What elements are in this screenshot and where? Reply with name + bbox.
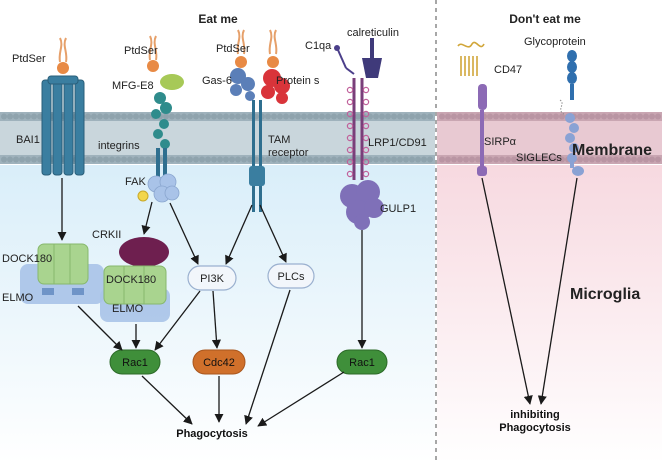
label-integrins: integrins [98, 140, 140, 152]
arrow-siglec-inhibit [537, 177, 578, 405]
heading-eat-me: Eat me [198, 12, 238, 26]
label-glycoprotein: Glycoprotein [524, 36, 586, 48]
arrow-pi3k-rac1 [154, 290, 201, 351]
label-inhibiting-1: inhibiting [510, 409, 559, 421]
label-c1qa: C1qa [305, 40, 332, 52]
dock180-elmo-complex-2 [100, 265, 170, 322]
membrane-bilayer [0, 112, 662, 164]
label-pi3k: PI3K [200, 273, 225, 285]
arrow-dock1-rac1 [77, 305, 123, 351]
label-tam-2: receptor [268, 147, 309, 159]
phosphate-icon [137, 190, 149, 202]
label-protein-s: Protein s [276, 75, 320, 87]
label-plcs: PLCs [278, 271, 305, 283]
label-ptdser-2: PtdSer [124, 45, 158, 57]
ptdser-lipid-2 [147, 35, 159, 72]
label-fak: FAK [125, 176, 146, 188]
label-phagocytosis: Phagocytosis [176, 428, 248, 440]
label-gas6: Gas-6 [202, 75, 232, 87]
label-inhibiting-2: Phagocytosis [499, 422, 571, 434]
cdc42-node [192, 349, 246, 375]
cytoplasm-right [437, 165, 662, 463]
bai1-receptor [41, 75, 85, 176]
plcs-node [267, 263, 315, 289]
sirpa-receptor [477, 84, 487, 176]
rac1-node-2 [336, 349, 388, 375]
signal-arrows [57, 177, 578, 427]
label-bai1: BAI1 [16, 134, 40, 146]
label-ptdser-3: PtdSer [216, 43, 250, 55]
ptdser-lipid-3 [235, 29, 279, 68]
label-sirpa: SIRPα [484, 136, 517, 148]
crkii-protein [119, 237, 169, 267]
arrow-fak-crkii [141, 201, 153, 235]
heading-dont-eat-me: Don't eat me [509, 12, 581, 26]
label-lrp1: LRP1/CD91 [368, 137, 427, 149]
arrow-rac2-phago [257, 371, 345, 427]
label-cdc42: Cdc42 [203, 357, 235, 369]
arrow-pi3k-cdc42 [211, 290, 221, 349]
tam-receptor [249, 100, 265, 212]
arrow-sirpa-inhibit [481, 177, 533, 405]
arrow-plcs-phago [244, 289, 291, 425]
glycoprotein [567, 50, 577, 100]
label-cd47: CD47 [494, 64, 522, 76]
siglec-receptor [559, 99, 584, 176]
cd47-protein [457, 41, 485, 76]
pi3k-node [187, 265, 237, 291]
label-gulp1: GULP1 [380, 203, 416, 215]
label-siglecs: SIGLECs [516, 152, 562, 164]
label-rac1-2: Rac1 [349, 357, 375, 369]
gulp1-protein [340, 180, 384, 230]
label-elmo-1: ELMO [2, 292, 34, 304]
label-tam-1: TAM [268, 134, 290, 146]
dock180-elmo-complex-1 [20, 243, 104, 304]
label-ptdser-1: PtdSer [12, 53, 46, 65]
label-dock180-2: DOCK180 [106, 274, 156, 286]
label-dock180-1: DOCK180 [2, 253, 52, 265]
label-elmo-2: ELMO [112, 303, 144, 315]
arrow-fak-pi3k [169, 202, 199, 265]
lrp1-receptor [346, 78, 370, 180]
label-crkii: CRKII [92, 229, 121, 241]
label-mfg-e8: MFG-E8 [112, 80, 154, 92]
label-rac1-1: Rac1 [122, 357, 148, 369]
rac1-node-1 [109, 349, 161, 375]
protein-s [261, 69, 290, 104]
arrow-tam-pi3k [225, 204, 253, 265]
ptdser-lipid-1 [57, 37, 69, 74]
integrin-receptor [151, 92, 172, 180]
c1qa-protein [334, 45, 355, 75]
calreticulin-protein [362, 38, 382, 78]
label-calreticulin: calreticulin [347, 27, 399, 39]
gas6-protein [230, 68, 255, 101]
fak-kinase [147, 173, 180, 203]
label-membrane: Membrane [572, 142, 652, 159]
arrow-tam-plcs [259, 204, 287, 263]
arrow-rac1-phago [141, 375, 193, 425]
label-microglia: Microglia [570, 286, 640, 303]
mfg-e8-protein [160, 74, 184, 90]
